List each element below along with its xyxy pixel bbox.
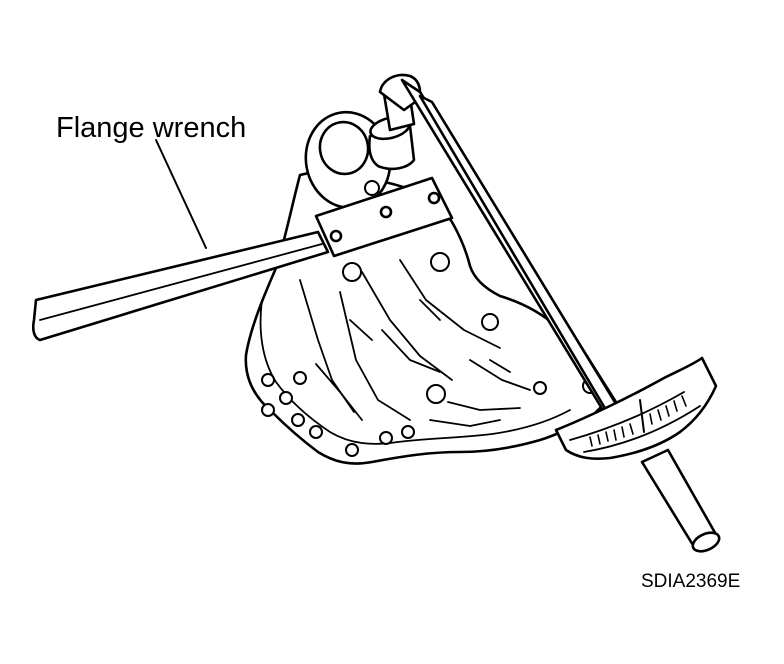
flange-wrench-bar-edge: [39, 243, 323, 321]
case-ribs: [299, 259, 531, 427]
flange-housing-rim: [318, 120, 370, 176]
figure-code: SDIA2369E: [641, 571, 741, 592]
torque-scale-arc-upper: [569, 391, 685, 441]
callout-leader-line: [155, 139, 207, 249]
torque-pointer-tip: [639, 399, 645, 433]
torque-scale-ticks: [589, 395, 687, 447]
flange-wrench-label: Flange wrench: [56, 112, 247, 144]
flange-wrench: [31, 176, 454, 342]
plate-bolt: [427, 191, 441, 205]
plate-bolt: [329, 229, 343, 243]
flange-wrench-bar: [31, 230, 330, 342]
torque-wrench: [378, 73, 721, 553]
torque-scale-arc-lower: [583, 405, 701, 453]
plate-bolt: [379, 205, 393, 219]
case-inner-edge: [259, 299, 571, 445]
transfer-case: [244, 110, 606, 465]
torque-scale: [554, 356, 718, 461]
torque-wrench-handle-end: [691, 531, 721, 553]
